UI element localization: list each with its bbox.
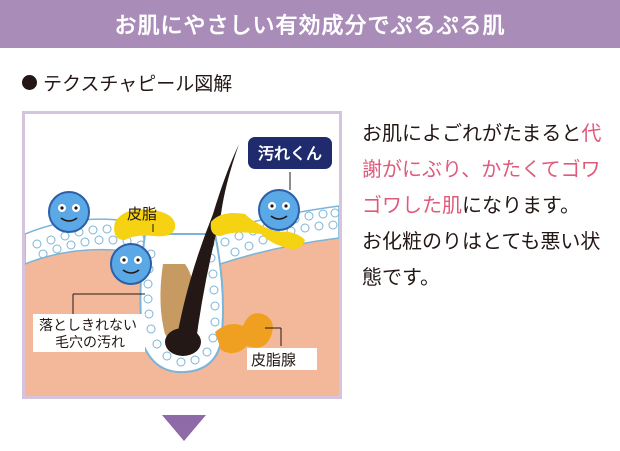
description-highlight: 代謝がにぶり、かたくてゴワゴワした肌 [362,121,602,217]
banner-title: お肌にやさしい有効成分でぷるぷる肌 [114,14,506,39]
down-arrow-icon [162,415,206,441]
sebaceous-gland [215,313,273,354]
description-part2: になります。 [462,193,580,217]
dirt-kun-label-box [246,135,334,171]
dirt-character-3 [258,189,300,231]
label-pore-dirt-1: 落としきれない [39,318,137,334]
skin-diagram: 汚れくん 皮脂 落としきれない 毛穴の汚れ 皮脂腺 [22,111,342,399]
dirt-character-1 [48,191,90,233]
hair [175,144,239,349]
dirt-character-2 [110,243,152,285]
skin-illustration: 汚れくん 皮脂 落としきれない 毛穴の汚れ 皮脂腺 [25,114,339,396]
section-title: テクスチャピール図解 [43,72,233,95]
description-part3: お化粧のりはとても悪い状態です。 [362,229,601,289]
label-pore-dirt-2: 毛穴の汚れ [55,335,125,351]
label-sebaceous-gland: 皮脂腺 [251,351,296,369]
label-sebum: 皮脂 [127,205,157,223]
section-heading: テクスチャピール図解 [22,66,232,98]
description: お肌によごれがたまると代謝がにぶり、かたくてゴワゴワした肌になります。 お化粧の… [362,115,608,295]
label-dirt-kun: 汚れくん [258,144,322,163]
sebum-right [210,213,305,249]
sebum-left [114,209,176,240]
title-banner: お肌にやさしい有効成分でぷるぷる肌 [0,0,620,48]
bullet-icon [22,74,37,90]
description-part1: お肌によごれがたまると [362,121,582,145]
